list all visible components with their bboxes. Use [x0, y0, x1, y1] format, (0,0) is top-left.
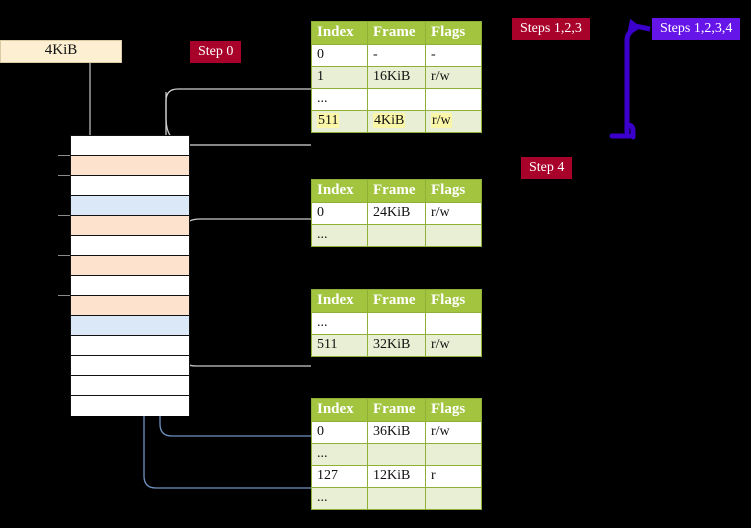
table-row[interactable]: ...	[311, 443, 482, 466]
column-header-index: Index	[311, 179, 368, 203]
memory-frame-row	[71, 176, 189, 196]
memory-tick	[58, 155, 70, 156]
memory-tick	[58, 175, 70, 176]
memory-frame-row	[71, 296, 189, 316]
memory-frame-row	[71, 336, 189, 356]
memory-frame-row	[71, 236, 189, 256]
memory-tick	[58, 295, 70, 296]
memory-frame-row	[71, 136, 189, 156]
memory-frame-row	[71, 356, 189, 376]
cell-flags	[425, 312, 482, 335]
badge-step-4: Step 4	[521, 157, 573, 179]
cell-frame	[367, 443, 426, 466]
memory-frame-row	[71, 156, 189, 176]
highlight-span: r/w	[431, 113, 452, 128]
wire-level3-entry	[173, 312, 311, 367]
column-header-flags: Flags	[425, 179, 482, 203]
memory-tick	[58, 255, 70, 256]
cell-index: 511	[311, 334, 368, 357]
cell-index: ...	[311, 487, 368, 510]
cell-flags	[425, 88, 482, 111]
cell-frame: -	[367, 44, 426, 67]
table-row[interactable]: ...	[311, 88, 482, 111]
cell-frame	[367, 224, 426, 247]
badge-steps-123: Steps 1,2,3	[512, 18, 590, 40]
highlight-span: 511	[317, 113, 340, 128]
cell-flags: r	[425, 465, 482, 488]
cell-frame	[367, 487, 426, 510]
cell-frame: 36KiB	[367, 421, 426, 444]
cell-flags: r/w	[425, 110, 482, 133]
cell-flags	[425, 224, 482, 247]
cell-index: ...	[311, 88, 368, 111]
table-row[interactable]: ...	[311, 312, 482, 335]
cell-flags: r/w	[425, 202, 482, 225]
memory-frame-row	[71, 256, 189, 276]
cell-flags	[425, 487, 482, 510]
table-row[interactable]: 0--	[311, 44, 482, 67]
cell-frame: 32KiB	[367, 334, 426, 357]
column-header-flags: Flags	[425, 21, 482, 45]
cell-flags: -	[425, 44, 482, 67]
column-header-index: Index	[311, 289, 368, 313]
column-header-frame: Frame	[367, 21, 426, 45]
memory-tick	[58, 215, 70, 216]
table-row[interactable]: ...	[311, 487, 482, 510]
cell-frame: 4KiB	[367, 110, 426, 133]
column-header-flags: Flags	[425, 398, 482, 422]
cell-flags: r/w	[425, 334, 482, 357]
cell-frame: 24KiB	[367, 202, 426, 225]
cell-index: 0	[311, 44, 368, 67]
memory-frame-row	[71, 216, 189, 236]
cell-index: ...	[311, 312, 368, 335]
cell-frame	[367, 88, 426, 111]
wire-steps-arrowhead	[627, 18, 651, 32]
size-box-4kib: 4KiB	[0, 40, 122, 63]
cell-index: 511	[311, 110, 368, 133]
cell-index: ...	[311, 224, 368, 247]
highlight-span: 4KiB	[373, 113, 406, 128]
cell-index: 0	[311, 421, 368, 444]
column-header-frame: Frame	[367, 289, 426, 313]
column-header-frame: Frame	[367, 179, 426, 203]
cell-flags	[425, 443, 482, 466]
cell-frame: 12KiB	[367, 465, 426, 488]
cell-index: ...	[311, 443, 368, 466]
cell-frame: 16KiB	[367, 66, 426, 89]
wire-steps-bracket	[624, 25, 639, 140]
column-header-index: Index	[311, 21, 368, 45]
badge-step-0: Step 0	[190, 41, 242, 63]
memory-frame-row	[71, 396, 189, 416]
wire-level2-entry	[177, 218, 311, 249]
column-header-frame: Frame	[367, 398, 426, 422]
cell-frame	[367, 312, 426, 335]
cell-index: 127	[311, 465, 368, 488]
physical-memory-grid	[70, 135, 190, 416]
cell-flags: r/w	[425, 421, 482, 444]
cell-index: 0	[311, 202, 368, 225]
memory-frame-row	[71, 316, 189, 336]
memory-frame-row	[71, 276, 189, 296]
table-row[interactable]: 511 4KiB r/w	[311, 110, 482, 133]
memory-frame-row	[71, 196, 189, 216]
column-header-flags: Flags	[425, 289, 482, 313]
cell-index: 1	[311, 66, 368, 89]
column-header-index: Index	[311, 398, 368, 422]
cell-flags: r/w	[425, 66, 482, 89]
badge-steps-1234: Steps 1,2,3,4	[652, 18, 741, 40]
memory-frame-row	[71, 376, 189, 396]
table-row[interactable]: ...	[311, 224, 482, 247]
